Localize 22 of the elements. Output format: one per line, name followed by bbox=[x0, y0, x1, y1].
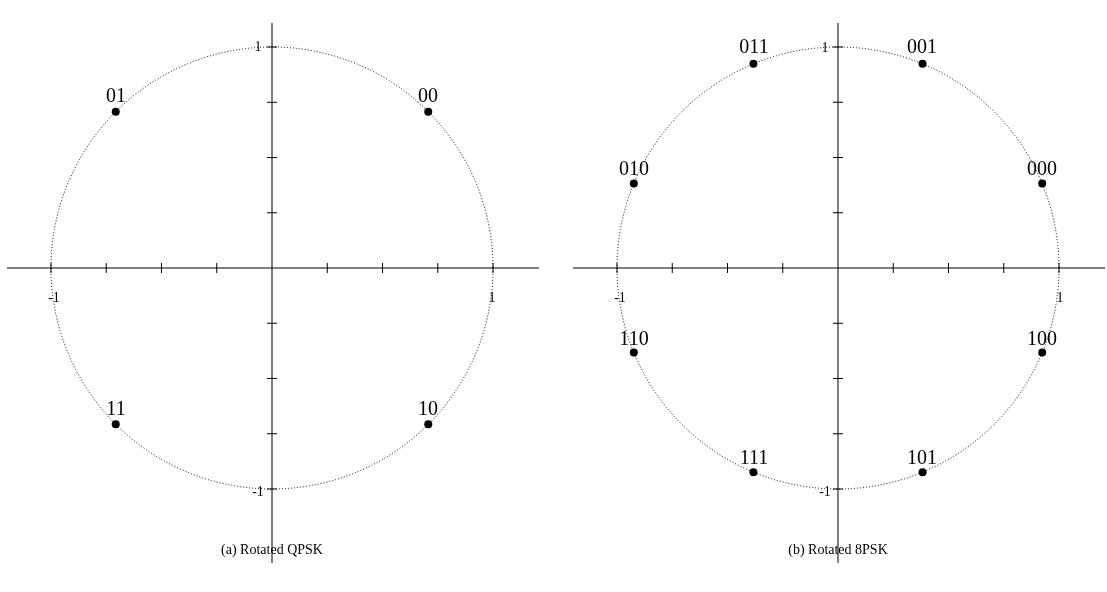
point-label: 11 bbox=[106, 398, 126, 418]
axis-label: 1 bbox=[488, 291, 496, 305]
axis-label: 1 bbox=[254, 40, 262, 54]
point-label: 10 bbox=[418, 398, 438, 418]
axis-label: -1 bbox=[614, 291, 626, 305]
point-label: 111 bbox=[739, 447, 769, 467]
point-label: 01 bbox=[106, 85, 126, 105]
point-label: 110 bbox=[619, 328, 649, 348]
axis-label: 1 bbox=[821, 41, 829, 55]
caption: (a) Rotated QPSK bbox=[221, 543, 323, 557]
point-label: 100 bbox=[1027, 328, 1057, 348]
point-label: 010 bbox=[619, 158, 649, 178]
axis-label: -1 bbox=[252, 485, 264, 499]
point-label: 000 bbox=[1027, 158, 1057, 178]
caption: (b) Rotated 8PSK bbox=[788, 543, 888, 557]
axis-label: -1 bbox=[819, 485, 831, 499]
point-label: 011 bbox=[739, 36, 769, 56]
point-label: 00 bbox=[418, 85, 438, 105]
axis-label: 1 bbox=[1056, 291, 1064, 305]
axis-label: -1 bbox=[48, 291, 60, 305]
point-label: 101 bbox=[907, 447, 937, 467]
point-label: 001 bbox=[907, 36, 937, 56]
